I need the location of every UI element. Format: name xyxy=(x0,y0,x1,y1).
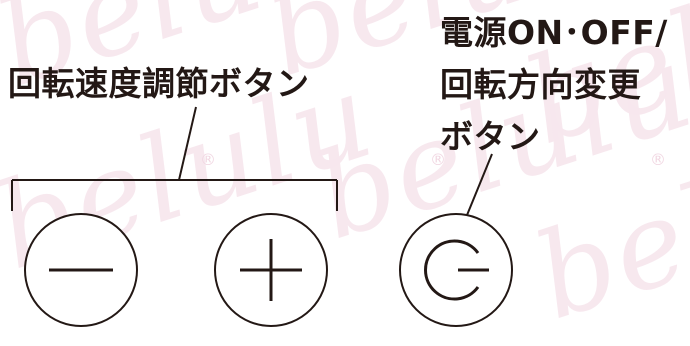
power-button-label-line-1: 電源ON･OFF/ xyxy=(440,13,668,52)
power-button-label-line-2: 回転方向変更 xyxy=(440,65,641,104)
speed-label-connector xyxy=(178,106,197,181)
connector-lines xyxy=(11,106,493,221)
power-button-label-line-3: ボタン xyxy=(440,117,541,156)
power-label-connector xyxy=(464,153,493,221)
power-direction-icon xyxy=(399,213,513,327)
plus-icon xyxy=(214,213,328,327)
speed-decrease-button[interactable] xyxy=(22,211,140,329)
speed-increase-button[interactable] xyxy=(212,211,330,329)
speed-button-label: 回転速度調節ボタン xyxy=(8,64,310,103)
minus-icon xyxy=(24,213,138,327)
power-direction-button[interactable] xyxy=(397,211,515,329)
